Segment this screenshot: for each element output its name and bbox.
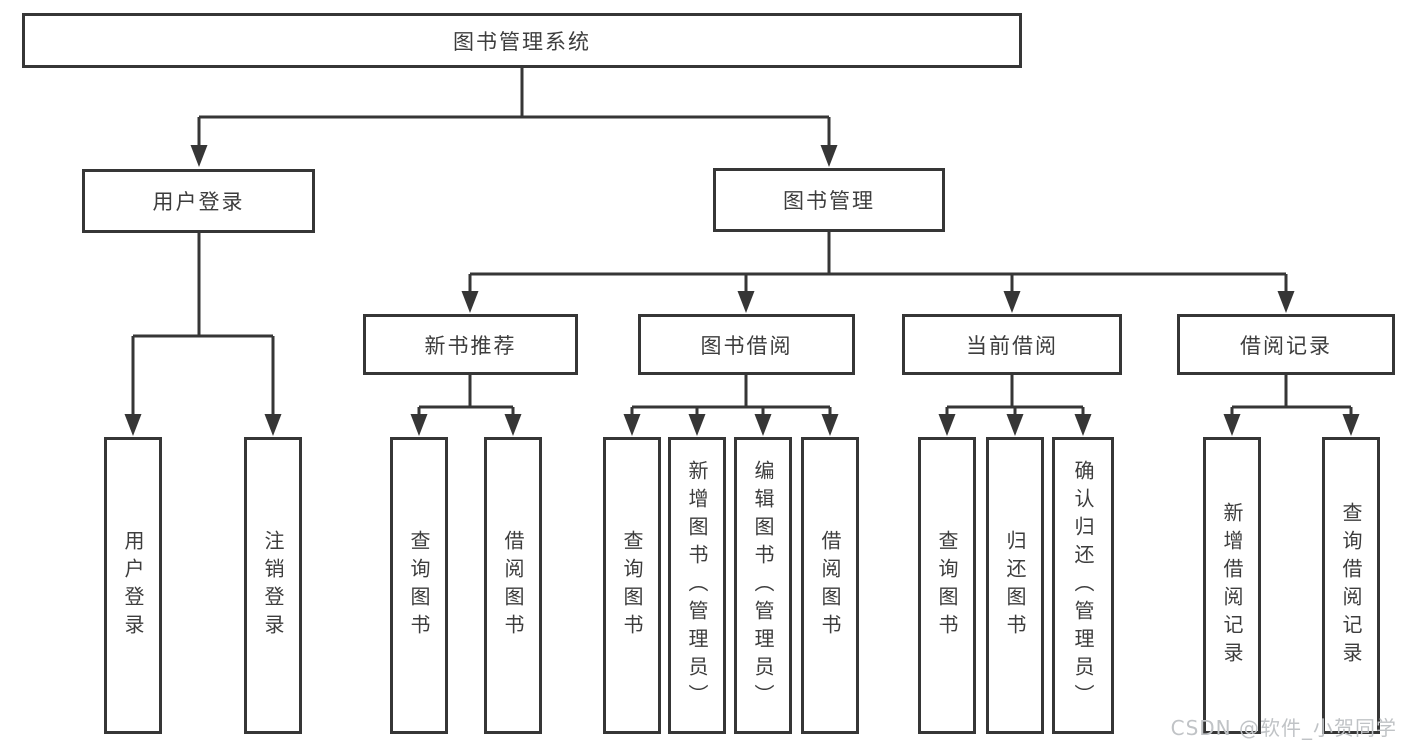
arrowhead-icon xyxy=(737,291,755,313)
node-book-mgmt: 图书管理 xyxy=(713,168,945,232)
arrowhead-icon xyxy=(1074,414,1092,436)
arrowhead-icon xyxy=(124,414,142,436)
arrowhead-icon xyxy=(1342,414,1360,436)
leaf-br-query-record: 查询借阅记录 xyxy=(1322,437,1380,734)
arrowhead-icon xyxy=(820,145,838,167)
arrowhead-icon xyxy=(410,414,428,436)
leaf-bb-edit-books-admin: 编辑图书（管理员） xyxy=(734,437,792,734)
connector-root-to-level2 xyxy=(190,68,838,167)
node-new-book-rec: 新书推荐 xyxy=(363,314,578,375)
node-user-login-group: 用户登录 xyxy=(82,169,315,233)
arrowhead-icon xyxy=(264,414,282,436)
arrowhead-icon xyxy=(938,414,956,436)
leaf-bb-query-books: 查询图书 xyxy=(603,437,661,734)
arrowhead-icon xyxy=(1006,414,1024,436)
leaf-logout: 注销登录 xyxy=(244,437,302,734)
connector-user-login-to-leaves xyxy=(124,233,282,436)
connector-new-book-rec-to-leaves xyxy=(410,375,522,436)
connector-current-borrow-to-leaves xyxy=(938,375,1092,436)
leaf-nbr-borrow-books: 借阅图书 xyxy=(484,437,542,734)
connector-book-borrow-to-leaves xyxy=(623,375,839,436)
leaf-bb-borrow-books: 借阅图书 xyxy=(801,437,859,734)
leaf-nbr-query-books: 查询图书 xyxy=(390,437,448,734)
arrowhead-icon xyxy=(821,414,839,436)
arrowhead-icon xyxy=(754,414,772,436)
arrowhead-icon xyxy=(190,145,208,167)
watermark: CSDN @软件_小贺同学 xyxy=(1170,716,1397,740)
arrowhead-icon xyxy=(1003,291,1021,313)
leaf-bb-add-books-admin: 新增图书（管理员） xyxy=(668,437,726,734)
arrowhead-icon xyxy=(688,414,706,436)
leaf-user-login: 用户登录 xyxy=(104,437,162,734)
connector-borrow-record-to-leaves xyxy=(1223,375,1360,436)
arrowhead-icon xyxy=(1223,414,1241,436)
arrowhead-icon xyxy=(623,414,641,436)
arrowhead-icon xyxy=(461,291,479,313)
node-borrow-record: 借阅记录 xyxy=(1177,314,1395,375)
leaf-cb-confirm-return-admin: 确认归还（管理员） xyxy=(1052,437,1114,734)
connector-book-mgmt-to-level3 xyxy=(461,232,1295,313)
arrowhead-icon xyxy=(1277,291,1295,313)
leaf-br-add-record: 新增借阅记录 xyxy=(1203,437,1261,734)
node-book-borrow: 图书借阅 xyxy=(638,314,855,375)
leaf-cb-return-books: 归还图书 xyxy=(986,437,1044,734)
arrowhead-icon xyxy=(504,414,522,436)
node-current-borrow: 当前借阅 xyxy=(902,314,1122,375)
node-root: 图书管理系统 xyxy=(22,13,1022,68)
leaf-cb-query-books: 查询图书 xyxy=(918,437,976,734)
